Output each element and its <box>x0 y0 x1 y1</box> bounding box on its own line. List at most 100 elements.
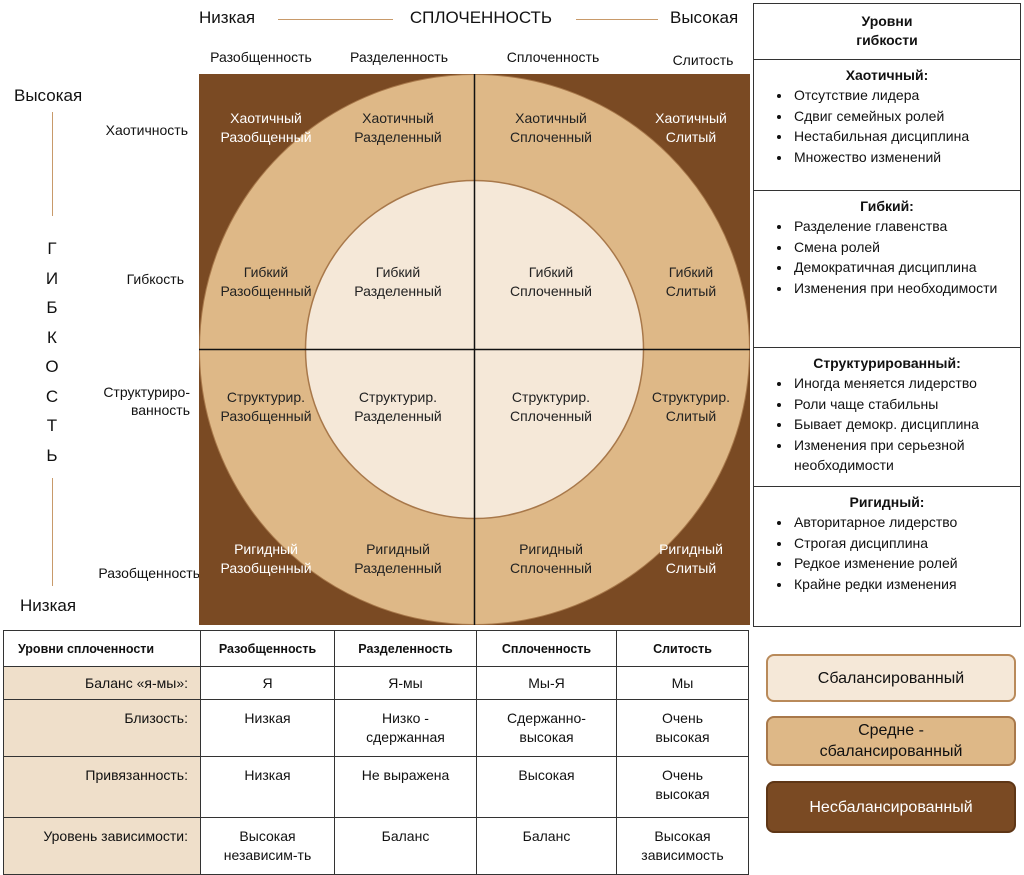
level-item: Иногда меняется лидерство <box>792 373 1020 394</box>
level-list-rigid: Авторитарное лидерство Строгая дисциплин… <box>754 512 1020 594</box>
flexibility-low-label: Низкая <box>20 596 77 615</box>
legend-mid-range: Средне - сбалансированный <box>766 716 1016 766</box>
table-header: Уровни сплоченности <box>3 630 201 667</box>
table-cell: Баланс <box>476 817 617 875</box>
level-item: Демократичная дисциплина <box>792 257 1020 278</box>
table-row-label: Уровень зависимости: <box>3 817 201 875</box>
level-section-flexible: Гибкий: Разделение главенства Смена роле… <box>754 190 1020 348</box>
row-header-flexible: Гибкость <box>126 271 184 287</box>
table-cell: Низкая <box>200 699 335 757</box>
grid-cell-label: Ригидный Сплоченный <box>510 541 592 576</box>
legend-unbalanced: Несбалансированный <box>766 781 1016 833</box>
column-header-enmeshed: Слитость <box>672 52 734 68</box>
cohesion-low-label: Низкая <box>199 8 256 27</box>
table-cell: Низкая <box>200 756 335 818</box>
table-cell: Очень высокая <box>616 756 749 818</box>
table-cell: Очень высокая <box>616 699 749 757</box>
table-cell: Мы-Я <box>476 666 617 700</box>
column-header-separated: Разделенность <box>349 49 448 65</box>
cohesion-high-label: Высокая <box>670 8 739 27</box>
table-cell: Не выражена <box>334 756 477 818</box>
level-item: Строгая дисциплина <box>792 533 1020 554</box>
grid-cell-label: Гибкий Сплоченный <box>510 264 592 299</box>
cohesion-axis-title: СПЛОЧЕННОСТЬ <box>409 8 553 27</box>
level-item: Изменения при необходимости <box>792 278 1020 299</box>
table-cell: Сдержанно- высокая <box>476 699 617 757</box>
cohesion-levels-table: Уровни сплоченности Разобщенность Раздел… <box>3 630 749 875</box>
grid-cell-label: Структурир. Слитый <box>651 389 731 424</box>
level-item: Сдвиг семейных ролей <box>792 106 1020 127</box>
legend-label: Средне - сбалансированный <box>819 722 963 760</box>
level-item: Разделение главенства <box>792 216 1020 237</box>
level-title-chaotic: Хаотичный: <box>845 67 929 83</box>
grid-cell-label: Гибкий Разделенный <box>354 264 442 299</box>
level-item: Редкое изменение ролей <box>792 553 1020 574</box>
level-item: Изменения при серьезной необходимости <box>792 435 1020 476</box>
level-section-rigid: Ригидный: Авторитарное лидерство Строгая… <box>754 486 1020 626</box>
grid-cell-label: Структурир. Разделенный <box>354 389 442 424</box>
grid-cell-label: Гибкий Слитый <box>665 264 717 299</box>
table-row: Уровень зависимости:Высокая независим-ть… <box>3 817 749 875</box>
flexibility-letter: К <box>47 327 57 347</box>
table-row-label: Привязанность: <box>3 756 201 818</box>
grid-cell-label: Хаотичный Разобщенный <box>220 110 312 145</box>
flexibility-letter: Ь <box>46 445 58 465</box>
row-header-chaotic: Хаотичность <box>105 122 188 138</box>
grid-cell-label: Ригидный Слитый <box>659 541 723 576</box>
level-item: Нестабильная дисциплина <box>792 126 1020 147</box>
grid-cell-label: Гибкий Разобщенный <box>220 264 312 299</box>
flexibility-letter: Т <box>46 416 58 435</box>
flexibility-axis-line-bottom <box>52 478 53 586</box>
flexibility-levels-panel: Уровни гибкости Хаотичный: Отсутствие ли… <box>753 3 1021 627</box>
cohesion-axis-line-right <box>576 19 658 20</box>
table-header-row: Уровни сплоченности Разобщенность Раздел… <box>3 630 749 667</box>
level-list-chaotic: Отсутствие лидера Сдвиг семейных ролей Н… <box>754 85 1020 167</box>
level-item: Отсутствие лидера <box>792 85 1020 106</box>
grid-cell-label: Ригидный Разделенный <box>354 541 442 576</box>
cohesion-axis-line-left <box>278 19 393 20</box>
level-item: Авторитарное лидерство <box>792 512 1020 533</box>
grid-cell-label: Хаотичный Слитый <box>655 110 727 145</box>
grid-cell-label: Структурир. Сплоченный <box>510 389 592 424</box>
row-header-structured: Структуриро- ванность <box>103 384 190 418</box>
grid-cell-label: Структурир. Разобщенный <box>220 389 312 424</box>
flexibility-axis-title: Г И Б К О С Т Ь <box>40 234 64 470</box>
level-section-chaotic: Хаотичный: Отсутствие лидера Сдвиг семей… <box>754 59 1020 191</box>
flexibility-letter: Б <box>46 298 58 317</box>
flexibility-axis-line-top <box>52 112 53 216</box>
table-cell: Я <box>200 666 335 700</box>
legend-label: Несбалансированный <box>809 798 973 816</box>
level-item: Крайне редки изменения <box>792 574 1020 595</box>
flexibility-high-label: Высокая <box>14 86 83 105</box>
flexibility-letter: Г <box>47 239 57 258</box>
table-cell: Высокая <box>476 756 617 818</box>
table-cell: Я-мы <box>334 666 477 700</box>
grid-cell-label: Хаотичный Разделенный <box>354 110 442 145</box>
level-item: Роли чаще стабильны <box>792 394 1020 415</box>
row-header-rigid: Разобщенность <box>98 565 200 581</box>
table-header: Слитость <box>616 630 749 667</box>
flexibility-levels-title: Уровни гибкости <box>856 13 918 48</box>
level-title-flexible: Гибкий: <box>860 198 914 214</box>
grid-cell-label: Хаотичный Сплоченный <box>510 110 592 145</box>
level-item: Смена ролей <box>792 237 1020 258</box>
table-header: Сплоченность <box>476 630 617 667</box>
legend-balanced: Сбалансированный <box>766 654 1016 702</box>
table-header: Разделенность <box>334 630 477 667</box>
column-header-disengaged: Разобщенность <box>210 49 312 65</box>
table-row-label: Баланс «я-мы»: <box>3 666 201 700</box>
column-header-connected: Сплоченность <box>506 49 600 65</box>
table-cell: Высокая зависимость <box>616 817 749 875</box>
grid-cell-label: Ригидный Разобщенный <box>220 541 312 576</box>
flexibility-letter: О <box>45 357 59 376</box>
table-cell: Мы <box>616 666 749 700</box>
level-list-flexible: Разделение главенства Смена ролей Демокр… <box>754 216 1020 298</box>
table-cell: Баланс <box>334 817 477 875</box>
table-row-label: Близость: <box>3 699 201 757</box>
level-title-structured: Структурированный: <box>813 355 961 371</box>
circumplex-svg <box>199 74 750 625</box>
level-title-rigid: Ригидный: <box>849 494 925 510</box>
